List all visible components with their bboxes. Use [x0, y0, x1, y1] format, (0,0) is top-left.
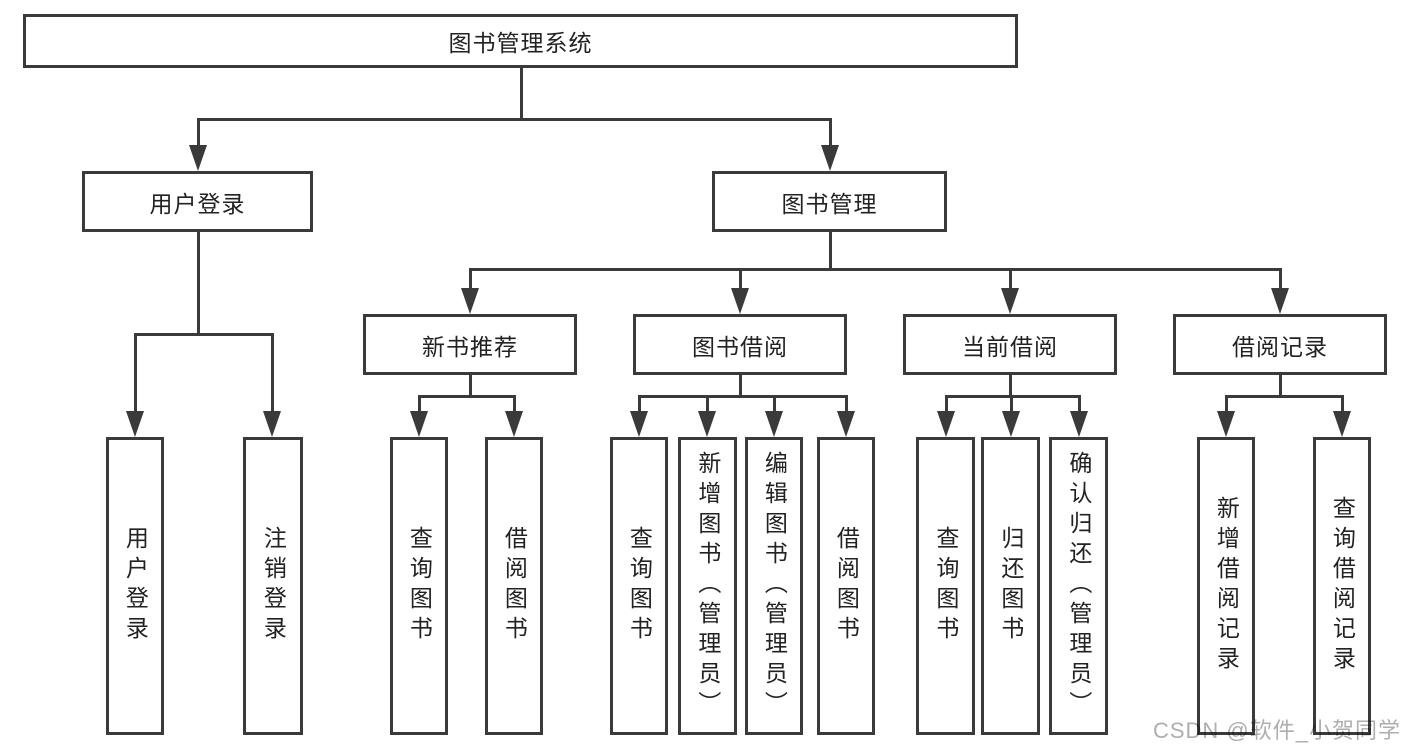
arrowhead-down-icon [263, 411, 281, 437]
connector-line-vertical [706, 396, 709, 420]
leaf-query-books-recommend: 查询图书 [390, 437, 448, 735]
node-label: 图书管理 [781, 190, 878, 217]
node-label: 当前借阅 [962, 333, 1058, 360]
leaf-borrow-books-recommend: 借阅图书 [485, 437, 543, 735]
node-label: 图书管理系统 [448, 30, 593, 56]
connector-line-vertical [197, 119, 200, 150]
arrowhead-down-icon [1070, 411, 1088, 437]
connector-line-vertical [1010, 396, 1013, 420]
node-label: 借阅图书 [501, 526, 528, 646]
connector-line-vertical [134, 334, 137, 420]
arrowhead-down-icon [1001, 288, 1019, 314]
leaf-logout: 注销登录 [243, 437, 303, 735]
connector-line-horizontal [134, 333, 274, 336]
leaf-borrow-books: 借阅图书 [817, 437, 875, 735]
connector-line-vertical [469, 269, 472, 295]
connector-line-vertical [773, 396, 776, 420]
connector-line-horizontal [469, 268, 1282, 271]
connector-line-vertical [945, 396, 948, 420]
node-label: 编辑图书（管理员） [761, 451, 788, 721]
arrowhead-down-icon [731, 288, 749, 314]
connector-line-vertical [197, 232, 200, 334]
leaf-edit-books-admin: 编辑图书（管理员） [745, 437, 803, 735]
connector-line-vertical [1279, 375, 1282, 396]
leaf-add-books-admin: 新增图书（管理员） [678, 437, 737, 735]
connector-line-vertical [845, 396, 848, 420]
node-label: 查询借阅记录 [1329, 496, 1356, 676]
node-borrowing-records: 借阅记录 [1173, 314, 1387, 375]
leaf-return-books: 归还图书 [981, 437, 1040, 735]
node-label: 查询图书 [626, 526, 653, 646]
arrowhead-down-icon [1002, 411, 1020, 437]
arrowhead-down-icon [765, 411, 783, 437]
node-book-borrowing: 图书借阅 [633, 314, 847, 375]
arrowhead-down-icon [1217, 411, 1235, 437]
node-label: 图书借阅 [692, 333, 788, 360]
arrowhead-down-icon [1271, 288, 1289, 314]
connector-line-vertical [739, 375, 742, 396]
node-label: 查询图书 [406, 526, 433, 646]
node-label: 查询图书 [932, 526, 959, 646]
connector-line-vertical [271, 334, 274, 420]
leaf-user-login: 用户登录 [106, 437, 164, 735]
arrowhead-down-icon [189, 145, 207, 171]
node-user-login-branch: 用户登录 [82, 171, 313, 232]
arrowhead-down-icon [821, 145, 839, 171]
leaf-confirm-return-admin: 确认归还（管理员） [1049, 437, 1108, 735]
connector-line-vertical [513, 396, 516, 420]
connector-line-vertical [1009, 375, 1012, 396]
arrowhead-down-icon [630, 411, 648, 437]
connector-line-horizontal [418, 395, 516, 398]
connector-line-vertical [469, 375, 472, 396]
connector-line-vertical [418, 396, 421, 420]
node-label: 新书推荐 [422, 333, 518, 360]
connector-line-horizontal [1225, 395, 1344, 398]
node-label: 借阅图书 [833, 526, 860, 646]
node-book-management-branch: 图书管理 [712, 171, 947, 232]
arrowhead-down-icon [1333, 411, 1351, 437]
connector-line-vertical [520, 68, 523, 119]
connector-line-vertical [1279, 269, 1282, 295]
connector-line-horizontal [638, 395, 848, 398]
node-current-borrowing: 当前借阅 [903, 314, 1117, 375]
node-book-management-system: 图书管理系统 [23, 14, 1018, 68]
node-label: 注销登录 [260, 526, 287, 646]
connector-line-vertical [1225, 396, 1228, 420]
arrowhead-down-icon [410, 411, 428, 437]
arrowhead-down-icon [461, 288, 479, 314]
connector-line-vertical [829, 232, 832, 269]
connector-line-vertical [829, 119, 832, 150]
connector-line-vertical [638, 396, 641, 420]
connector-line-vertical [1341, 396, 1344, 420]
leaf-add-borrow-record: 新增借阅记录 [1197, 437, 1255, 735]
node-label: 用户登录 [122, 526, 149, 646]
node-label: 确认归还（管理员） [1065, 451, 1092, 721]
node-new-book-recommend: 新书推荐 [363, 314, 577, 375]
arrowhead-down-icon [126, 411, 144, 437]
node-label: 借阅记录 [1232, 333, 1328, 360]
arrowhead-down-icon [837, 411, 855, 437]
arrowhead-down-icon [698, 411, 716, 437]
connector-line-horizontal [945, 395, 1081, 398]
leaf-query-books-current: 查询图书 [916, 437, 975, 735]
connector-line-horizontal [197, 118, 832, 121]
connector-line-vertical [1009, 269, 1012, 295]
leaf-query-borrow-record: 查询借阅记录 [1313, 437, 1371, 735]
watermark: CSDN @软件_小贺同学 [1152, 718, 1401, 743]
arrowhead-down-icon [937, 411, 955, 437]
connector-line-vertical [739, 269, 742, 295]
node-label: 新增借阅记录 [1213, 496, 1240, 676]
node-label: 归还图书 [997, 526, 1024, 646]
node-label: 用户登录 [149, 190, 246, 217]
node-label: 新增图书（管理员） [694, 451, 721, 721]
arrowhead-down-icon [505, 411, 523, 437]
leaf-query-books-borrowing: 查询图书 [610, 437, 668, 735]
connector-line-vertical [1078, 396, 1081, 420]
